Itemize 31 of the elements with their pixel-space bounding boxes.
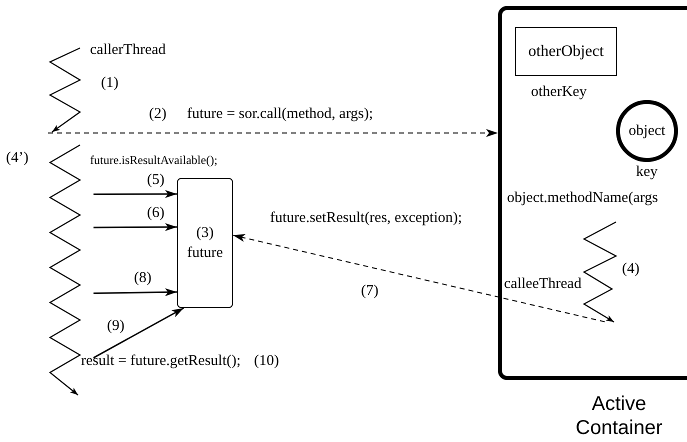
code-text: future.isResultAvailable(); bbox=[90, 154, 218, 168]
arrow bbox=[232, 234, 606, 322]
node-label: future bbox=[187, 244, 223, 262]
edge-label: (8) bbox=[133, 270, 152, 288]
object-circle: object bbox=[616, 100, 678, 162]
arrow bbox=[94, 190, 177, 198]
edge-label: (5) bbox=[146, 172, 166, 190]
code-text: future = sor.call(method, args); bbox=[187, 106, 374, 124]
code-text: object.methodName(args bbox=[507, 190, 658, 208]
step-number: (1) bbox=[101, 75, 118, 92]
step-number: (4) bbox=[622, 261, 640, 278]
code-text: future.setResult(res, exception); bbox=[270, 210, 462, 228]
arrow bbox=[94, 223, 177, 232]
step-number: (3) bbox=[196, 224, 214, 242]
thread-label: calleeThread bbox=[504, 276, 582, 294]
step-number: (10) bbox=[254, 353, 279, 370]
edge-label: (6) bbox=[146, 205, 166, 222]
object-box: otherObject bbox=[515, 27, 617, 76]
thread-label: callerThread bbox=[90, 42, 166, 60]
step-number: (4’) bbox=[6, 150, 28, 168]
key-label: key bbox=[636, 164, 658, 182]
future-box bbox=[177, 178, 233, 308]
key-label: otherKey bbox=[531, 84, 587, 102]
edge-label: (9) bbox=[106, 318, 126, 336]
code-text: result = future.getResult(); bbox=[81, 353, 241, 370]
edge-label: (2) bbox=[148, 106, 168, 124]
container-title: Active Container bbox=[574, 392, 664, 440]
arrow bbox=[93, 288, 178, 296]
arrow bbox=[48, 129, 498, 137]
arrow bbox=[93, 307, 184, 358]
edge-label: (7) bbox=[360, 283, 380, 300]
